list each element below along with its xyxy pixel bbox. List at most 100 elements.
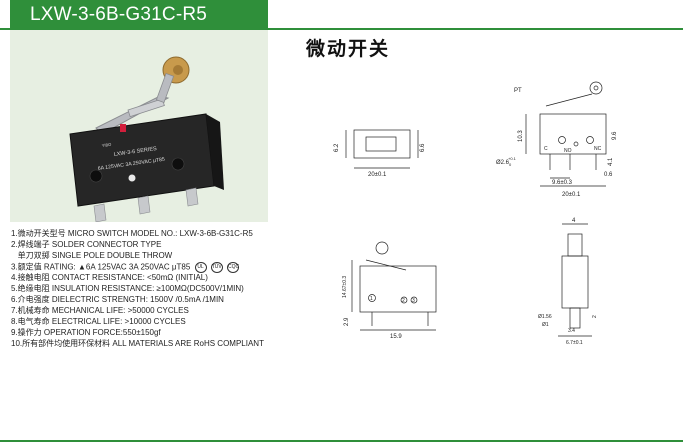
front-view-hole-right [586,136,594,144]
front-view-center [573,141,579,147]
dim-tol-plus: +0.1 [508,156,517,161]
plunger [120,124,126,132]
spec-line-6: 5.绝缘电阻 INSULATION RESISTANCE: ≥100MΩ(DC5… [11,284,311,295]
spec-3-cn: 单刀双掷 [17,250,50,260]
pin-label-1: 1 [370,296,373,302]
spec-2-cn: 2.焊线端子 [11,239,50,249]
roller-axle [173,65,183,75]
dim-dia-1-56: Ø1.56 [538,314,552,320]
spec-3-text: SINGLE POLE DOUBLE THROW [51,250,173,260]
spec-11-text: ALL MATERIALS ARE RoHS COMPLIANT [112,338,264,348]
dim-4: 4 [572,218,576,224]
dim-9-6: 9.6 [612,131,618,140]
front-view-roller-axle [593,85,599,91]
spec-7-cn: 6.介电强度 [11,295,50,305]
dim-10-3: 10.3 [518,130,524,142]
dim-2: 2 [592,315,598,318]
spec-line-5: 4.接触电阻 CONTACT RESISTANCE: <50mΩ (INITIA… [11,273,311,284]
spec-line-11: 10.所有部件均使用环保材料 ALL MATERIALS ARE RoHS CO… [11,339,311,350]
dim-2-9: 2.9 [344,317,350,326]
terminal-2 [137,195,151,215]
dim-pt: PT [514,88,522,94]
lever-hook [155,72,175,104]
switch-side [206,114,224,190]
lower-view-pin1-mark [368,294,376,302]
spec-line-9: 8.电气寿命 ELECTRICAL LIFE: >10000 CYCLES [11,317,311,328]
label-nc: NC [594,146,602,152]
spec-9-cn: 8.电气寿命 [11,316,50,326]
pin-view-body [561,255,589,309]
dim-20: 20±0.1 [368,172,387,178]
spec-4-cn: 3.额定值 [11,262,42,272]
lower-view-pin3-mark [410,296,418,304]
spec-10-cn: 9.操作力 [11,327,42,337]
footer-divider [0,440,683,442]
spec-10-text: OPERATION FORCE:550±150gf [43,327,161,337]
spec-6-text: INSULATION RESISTANCE: ≥100MΩ(DC500V/1MI… [51,284,244,294]
cqc-cert-label: CQC [226,261,239,273]
pin-view-terminal [569,307,581,329]
mount-hole-left [89,169,103,183]
front-view-body [539,113,607,155]
dim-15-9: 15.9 [390,334,402,340]
spec-list: 1.微动开关型号 MICRO SWITCH MODEL NO.: LXW-3-6… [11,229,311,350]
spec-7-text: DIELECTRIC STRENGTH: 1500V /0.5mA /1MIN [51,295,224,305]
dim-0-6: 0.6 [604,172,613,178]
dim-6-7: 6.7±0.1 [566,340,583,346]
front-view-roller [589,81,603,95]
lever-plate [127,98,165,118]
pin-label-2: 2 [402,298,405,304]
pin-label-3: 3 [412,298,415,304]
spec-1-text: MICRO SWITCH MODEL NO.: LXW-3-6B-G31C-R5 [67,229,253,238]
ul-cert-icon: UL [194,261,207,273]
side-view-inner [365,136,397,152]
tuv-cert-label: TÜV [210,261,223,273]
center-mark [128,174,136,182]
dim-14-67: 14.67±0.3 [342,276,348,298]
dim-3-4: 3.4 [568,328,575,334]
terminal-1 [93,203,107,223]
model-title: LXW-3-6B-G31C-R5 [10,0,268,30]
front-view-lever [545,93,593,107]
spec-line-1: 1.微动开关型号 MICRO SWITCH MODEL NO.: LXW-3-6… [11,229,311,240]
lower-view-lever [365,259,407,271]
lower-view-roller [375,241,389,255]
dim-9-6-pins: 9.6±0.3 [552,180,573,186]
header-divider [0,28,683,30]
dim-dia-2-6: Ø2.6 [496,160,510,166]
spec-5-cn: 4.接触电阻 [11,273,50,283]
spec-1-cn: 1.微动开关型号 [11,229,66,238]
spec-9-text: ELECTRICAL LIFE: >10000 CYCLES [51,316,186,326]
mount-hole-right [171,157,185,171]
ul-cert-label: UL [194,261,207,273]
terminal-3 [185,187,199,207]
dim-6-6: 6.6 [420,143,426,152]
spec-2-text: SOLDER CONNECTOR TYPE [51,239,162,249]
dim-20-front: 20±0.1 [562,192,581,198]
technical-drawings: PT 6.2 6.6 20±0.1 10.3 9.6 Ø2.6 +0.1 0 9… [334,81,618,346]
tuv-cert-icon: TÜV [210,261,223,273]
spec-line-2: 2.焊线端子 SOLDER CONNECTOR TYPE [11,240,311,251]
lower-view-pin2-mark [400,296,408,304]
spec-line-10: 9.操作力 OPERATION FORCE:550±150gf [11,328,311,339]
spec-line-8: 7.机械寿命 MECHANICAL LIFE: >50000 CYCLES [11,306,311,317]
spec-line-4: 3.额定值 RATING: ▲6A 125VAC 3A 250VAC μT85 … [11,261,311,274]
photo-brand-text: YIBO [101,142,111,148]
side-view-outline [353,129,411,159]
dim-tol-zero: 0 [509,162,512,167]
label-c: C [544,146,548,152]
spec-8-cn: 7.机械寿命 [11,305,50,315]
product-photo: LXW-3-6 SERIES 6A 125VAC 3A 250VAC μT85 … [10,30,268,223]
switch-photo-illustration: LXW-3-6 SERIES 6A 125VAC 3A 250VAC μT85 … [69,56,224,223]
dim-4-1: 4.1 [608,157,614,166]
spec-line-7: 6.介电强度 DIELECTRIC STRENGTH: 1500V /0.5mA… [11,295,311,306]
spec-11-cn: 10.所有部件均使用环保材料 [11,338,111,348]
chinese-title: 微动开关 [306,39,391,60]
dim-6-2: 6.2 [334,143,340,152]
dim-dia-1: Ø1 [542,322,549,328]
front-view-hole-left [558,136,566,144]
spec-line-3: 单刀双掷 SINGLE POLE DOUBLE THROW [11,251,311,262]
spec-4-text: RATING: ▲6A 125VAC 3A 250VAC μT85 [43,262,191,272]
lower-view-body [359,265,437,313]
spec-6-cn: 5.绝缘电阻 [11,284,50,294]
